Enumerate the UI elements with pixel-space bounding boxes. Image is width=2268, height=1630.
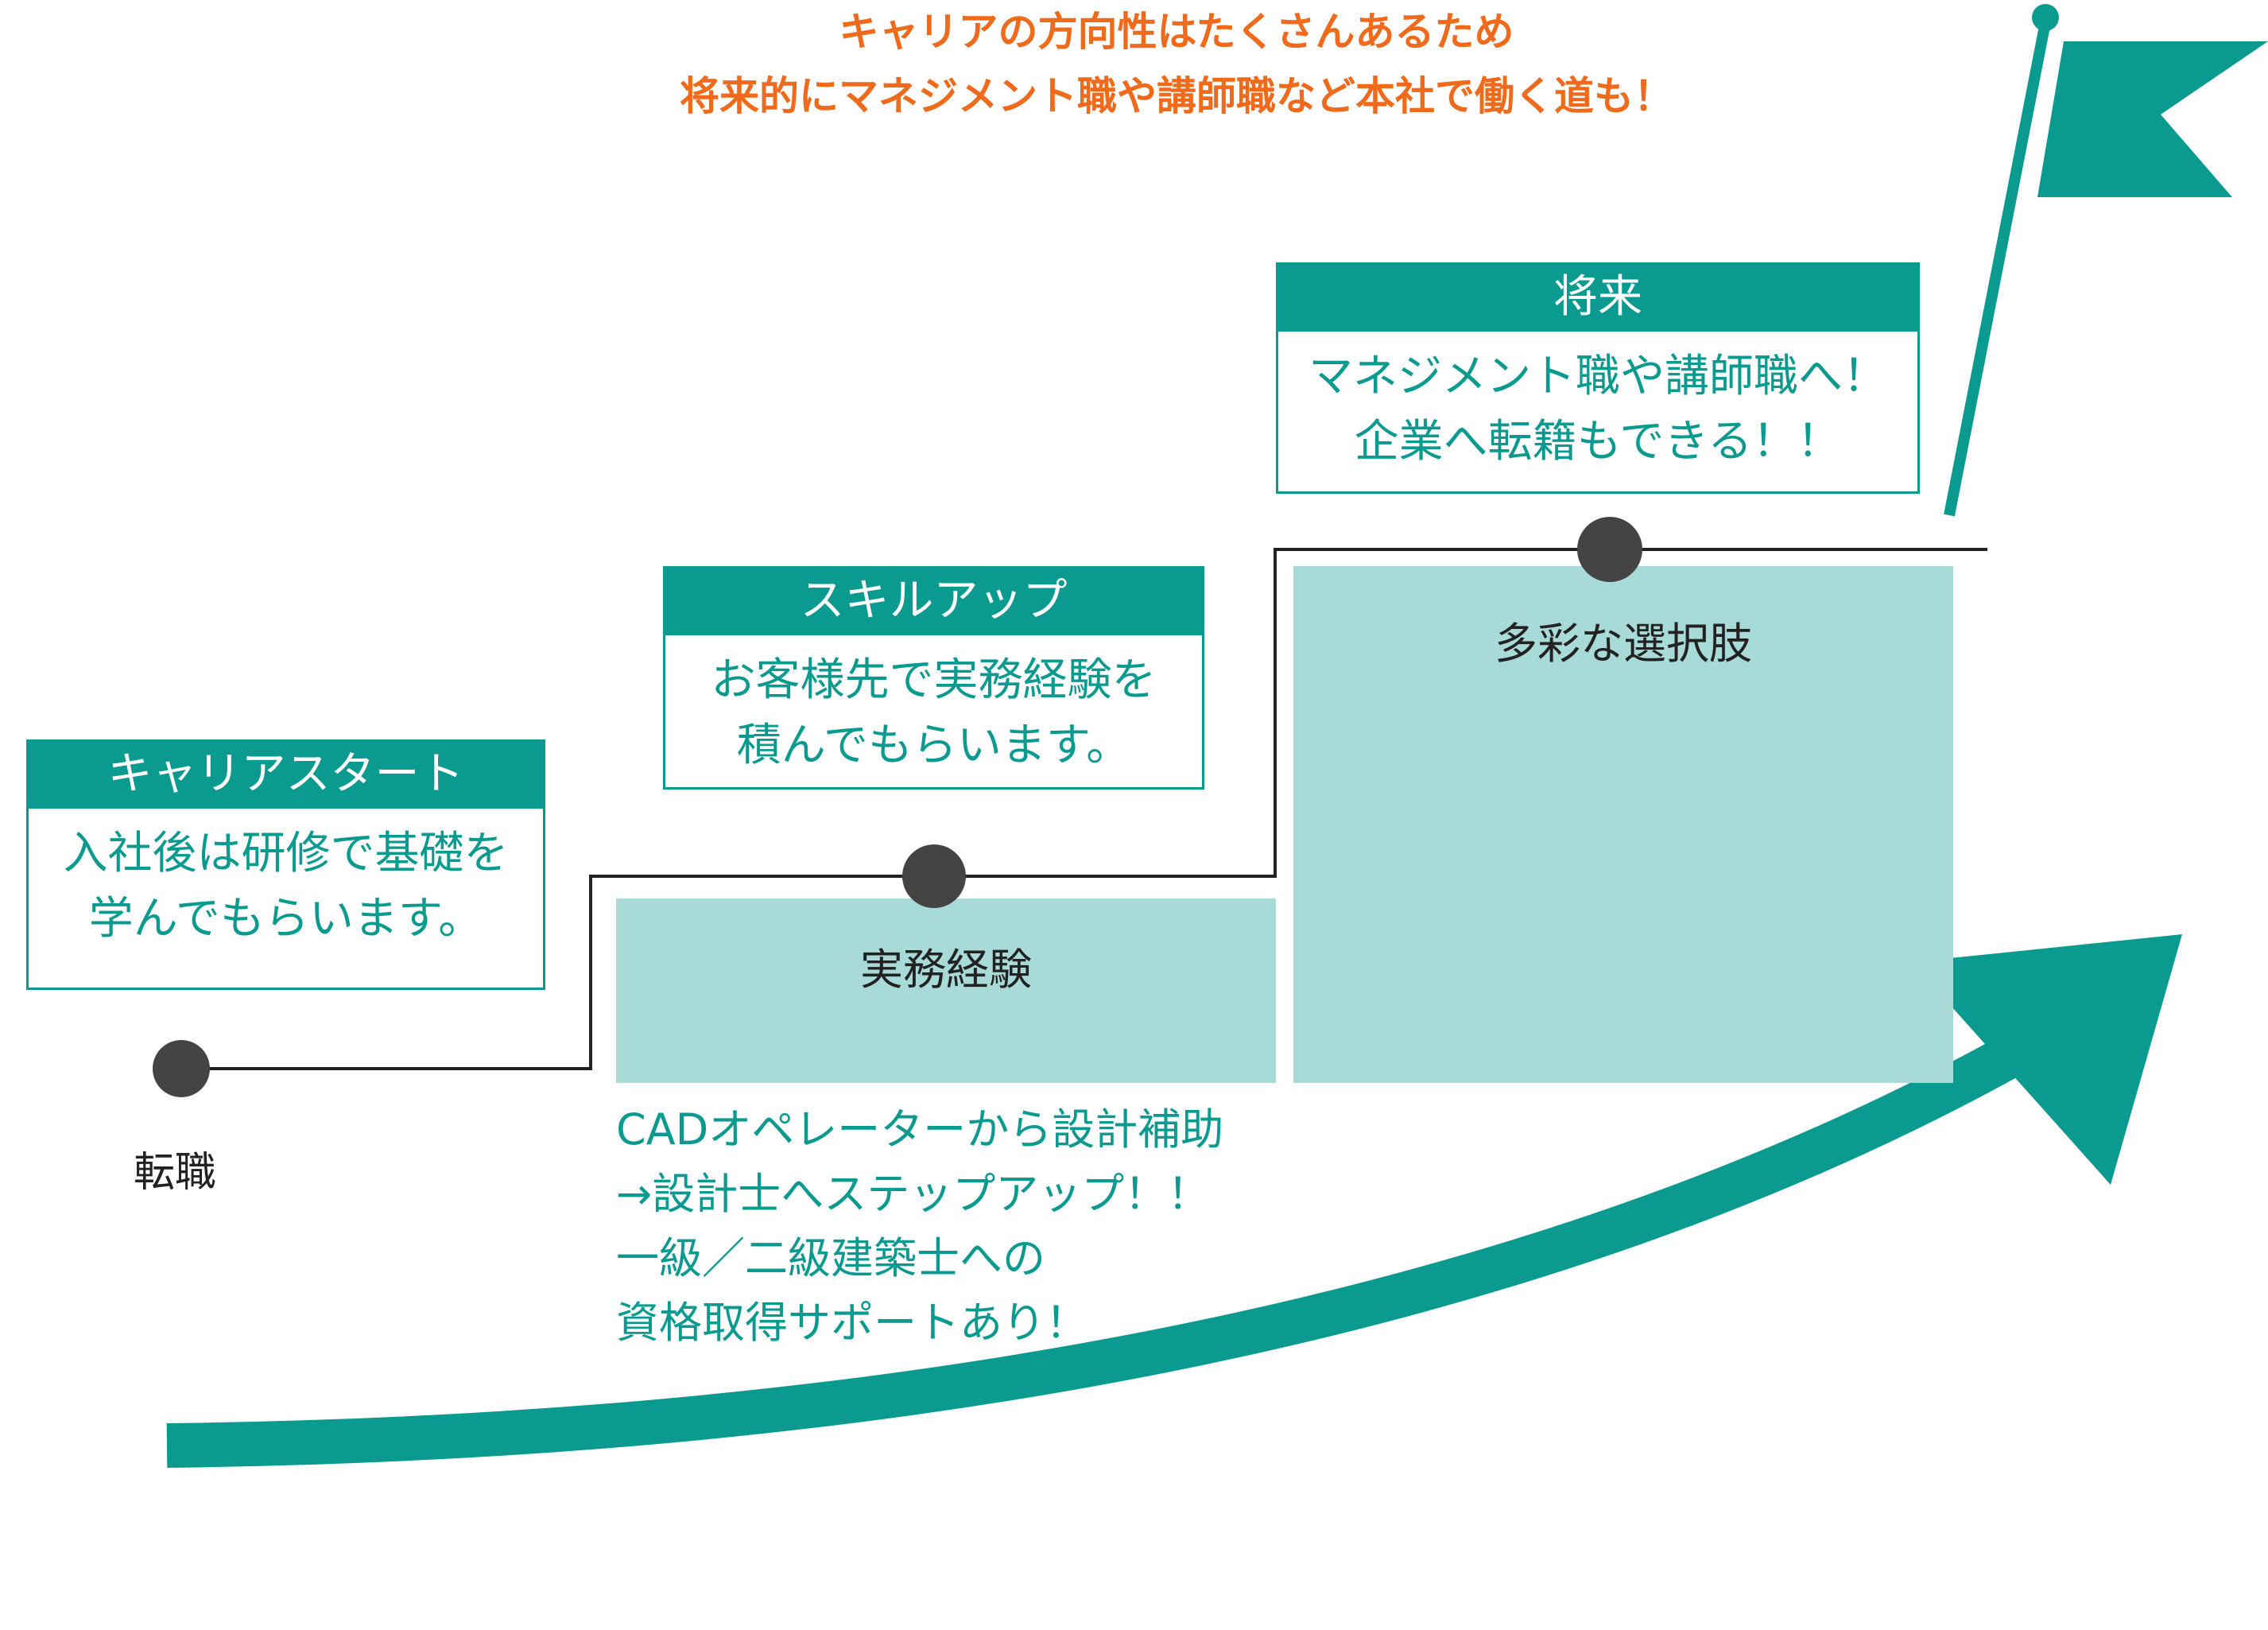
detail-line-4: 資格取得サポートあり！ [616, 1298, 1088, 1348]
detail-line-2: →設計士へステップアップ！！ [616, 1169, 1211, 1219]
milestone-dot-work [902, 844, 966, 908]
stage-text-start-1: 入社後は研修で基礎を [63, 828, 509, 879]
stage-card-start: キャリアスタート 入社後は研修で基礎を 学んでもらいます。 [26, 739, 545, 990]
headline-line1: キャリアの方向性はたくさんあるため [839, 9, 1514, 55]
stage-title-future: 将来 [1278, 265, 1917, 332]
detail-line-1: CADオペレーターから設計補助 [616, 1104, 1224, 1155]
stage-title-skill: スキルアップ [665, 569, 1202, 635]
growth-arrow-body [166, 1022, 2046, 1468]
milestone-dot-start [153, 1040, 210, 1097]
flag-pole-top [2032, 4, 2059, 31]
flag-pole [1944, 21, 2051, 517]
stage-card-skill: スキルアップ お客様先で実務経験を 積んでもらいます。 [663, 566, 1204, 790]
headline-line2: 将来的にマネジメント職や講師職など本社で働く道も！ [680, 73, 1673, 119]
stage-text-future-1: マネジメント職や講師職へ！ [1308, 351, 1887, 402]
job-change-label: 転職 [134, 1149, 217, 1197]
stage-card-future: 将来 マネジメント職や講師職へ！ 企業へ転籍もできる！！ [1276, 262, 1920, 494]
work-details: CADオペレーターから設計補助 →設計士へステップアップ！！ 一級／二級建築士へ… [616, 1097, 1223, 1355]
choices-block [1293, 566, 1953, 1083]
work-experience-label: 実務経験 [860, 945, 1032, 995]
growth-arrow-head [1912, 934, 2182, 1185]
stage-text-skill-1: お客様先で実務経験を [711, 654, 1157, 706]
milestone-dot-future [1577, 517, 1642, 582]
stage-text-future-2: 企業へ転籍もできる！！ [1354, 416, 1842, 468]
choices-label: 多彩な選択肢 [1495, 619, 1752, 669]
flag-icon [2037, 41, 2268, 197]
stage-text-skill-2: 積んでもらいます。 [736, 720, 1131, 771]
stage-text-start-2: 学んでもらいます。 [88, 893, 483, 945]
work-experience-block [616, 898, 1276, 1083]
detail-line-3: 一級／二級建築士への [616, 1233, 1045, 1283]
stage-title-start: キャリアスタート [29, 742, 543, 809]
